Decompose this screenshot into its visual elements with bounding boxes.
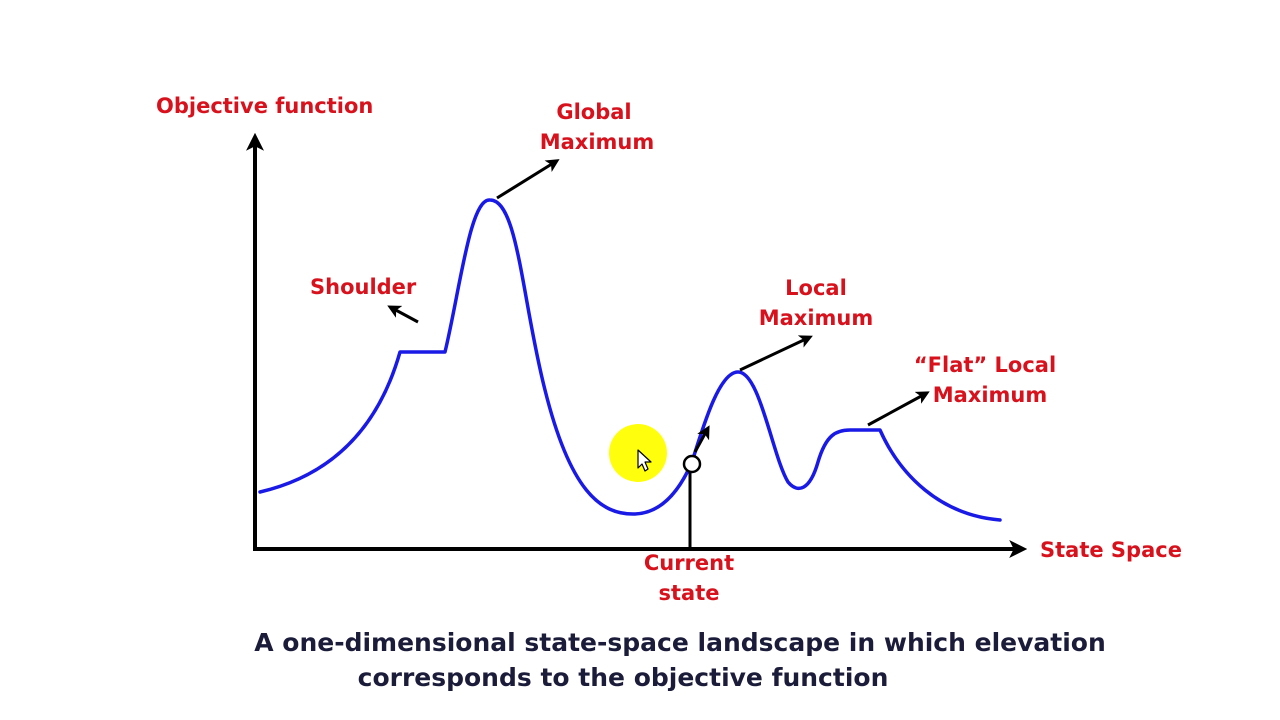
current-state-marker: [682, 454, 702, 474]
x-axis-label: State Space: [1040, 538, 1182, 562]
objective-curve: [258, 198, 1002, 522]
global-maximum-arrow: [496, 159, 560, 200]
current-state-label-line2: state: [659, 581, 720, 605]
current-state-label-line1: Current: [644, 551, 734, 575]
cursor-arrow: [637, 449, 652, 472]
current-state-arrow: [693, 425, 710, 453]
local-maximum-arrow: [739, 335, 813, 372]
shoulder-label: Shoulder: [310, 275, 417, 299]
mouse-pointer-icon: [609, 424, 667, 482]
caption-line1: A one-dimensional state-space landscape …: [254, 628, 1106, 657]
flat-local-maximum-arrow: [867, 391, 930, 427]
local-maximum-label-line1: Local: [785, 276, 847, 300]
caption-line2: corresponds to the objective function: [358, 663, 889, 692]
y-axis-label: Objective function: [156, 94, 373, 118]
flat-local-maximum-label-line1: “Flat” Local: [914, 353, 1056, 377]
global-maximum-label-line1: Global: [556, 100, 631, 124]
local-maximum-label-line2: Maximum: [759, 306, 874, 330]
global-maximum-label-line2: Maximum: [540, 130, 655, 154]
flat-local-maximum-label-line2: Maximum: [933, 383, 1048, 407]
shoulder-arrow: [387, 305, 419, 324]
